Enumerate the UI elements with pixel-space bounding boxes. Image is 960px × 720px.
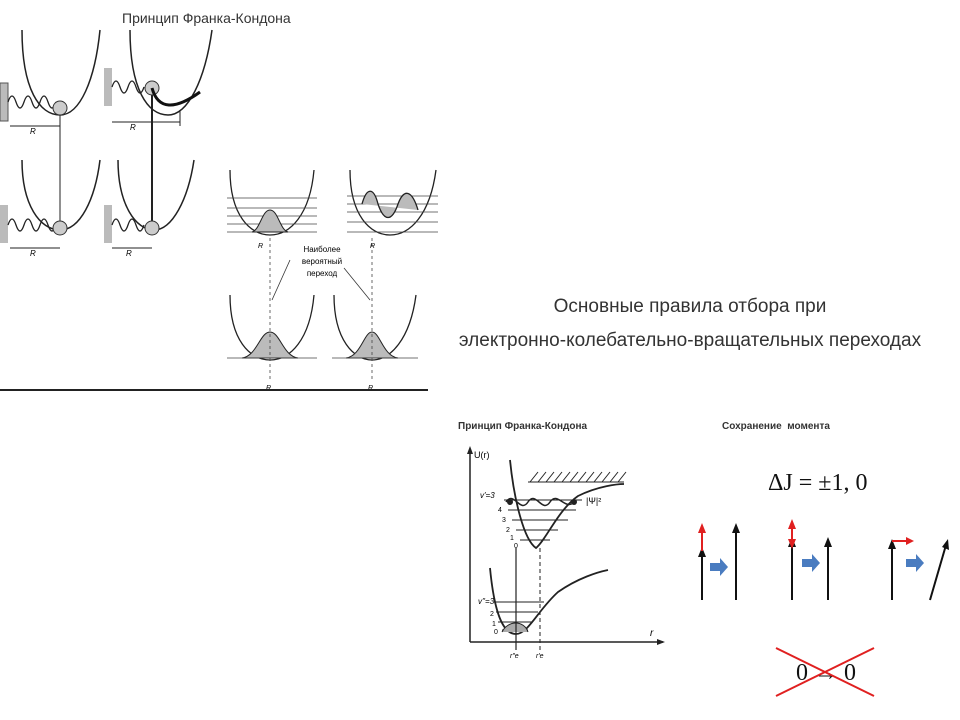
red-cross-icon bbox=[775, 647, 875, 697]
lower-levels-label: v''=3 bbox=[478, 597, 495, 606]
blue-arrow-3 bbox=[906, 554, 924, 572]
r-top-left: R bbox=[258, 243, 263, 250]
wall-hatch-3 bbox=[0, 205, 8, 243]
x-axis-label: r bbox=[650, 628, 654, 639]
r-label-1: R bbox=[30, 127, 36, 136]
divider-line bbox=[0, 389, 428, 391]
upper-level-4: 4 bbox=[498, 507, 502, 514]
probable-transition-diagram: R R R R Наиболее вероятный переход bbox=[227, 169, 438, 392]
r-lower-label: r″e bbox=[510, 653, 519, 660]
upper-right-potential-curve bbox=[129, 29, 213, 116]
wall-hatch-1 bbox=[0, 82, 9, 122]
selection-rule-delta-j: ΔJ = ±1, 0 bbox=[768, 470, 868, 496]
wall-hatch-2 bbox=[104, 68, 112, 106]
r-upper-label: r′e bbox=[536, 653, 544, 660]
spring-potential-diagram: R R R R bbox=[0, 29, 213, 258]
psi-label: |Ψ|² bbox=[586, 496, 601, 506]
selection-rules-title-line-1: Основные правила отбора при bbox=[553, 296, 827, 317]
franck-condon-potential-diagram: U(r) r |Ψ|² v'=3 4 3 2 1 0 v''=3 2 1 0 bbox=[467, 446, 665, 660]
r-bottom-right: R bbox=[368, 385, 373, 392]
wall-hatch-4 bbox=[104, 205, 112, 243]
lower-level-0: 0 bbox=[494, 629, 498, 636]
selection-rules-title-line-2: электронно-колебательно-вращательных пер… bbox=[458, 330, 922, 351]
blue-arrow-2 bbox=[802, 554, 820, 572]
momentum-conservation-title: Сохранение момента bbox=[722, 421, 830, 432]
lower-level-1: 1 bbox=[492, 621, 496, 628]
top-left-title: Принцип Франка-Кондона bbox=[122, 10, 291, 26]
upper-level-2: 2 bbox=[506, 527, 510, 534]
ball-4 bbox=[144, 220, 160, 236]
note-line-3: переход bbox=[307, 269, 338, 278]
blue-arrow-1 bbox=[710, 558, 728, 576]
y-axis-label: U(r) bbox=[474, 450, 490, 460]
note-line-1: Наиболее bbox=[303, 245, 341, 254]
note-line-2: вероятный bbox=[302, 257, 342, 266]
spring-1 bbox=[7, 95, 57, 109]
franck-condon-title: Принцип Франка-Кондона bbox=[458, 421, 588, 432]
r-label-4: R bbox=[126, 249, 132, 258]
upper-level-3: 3 bbox=[502, 517, 506, 524]
upper-level-0: 0 bbox=[514, 543, 518, 550]
r-bottom-left: R bbox=[266, 385, 271, 392]
lower-level-2: 2 bbox=[490, 611, 494, 618]
ball-1 bbox=[52, 100, 68, 116]
angular-momentum-vectors bbox=[698, 519, 949, 601]
r-top-right: R bbox=[370, 243, 375, 250]
spring-3 bbox=[7, 218, 57, 232]
ball-3 bbox=[52, 220, 68, 236]
r-label-2: R bbox=[130, 123, 136, 132]
spring-4 bbox=[111, 218, 145, 232]
lower-right-potential-curve bbox=[117, 159, 195, 231]
r-label-3: R bbox=[30, 249, 36, 258]
upper-levels-label: v'=3 bbox=[480, 491, 495, 500]
upper-level-1: 1 bbox=[510, 535, 514, 542]
lower-left-potential-curve bbox=[21, 159, 101, 231]
spring-2 bbox=[111, 80, 145, 94]
